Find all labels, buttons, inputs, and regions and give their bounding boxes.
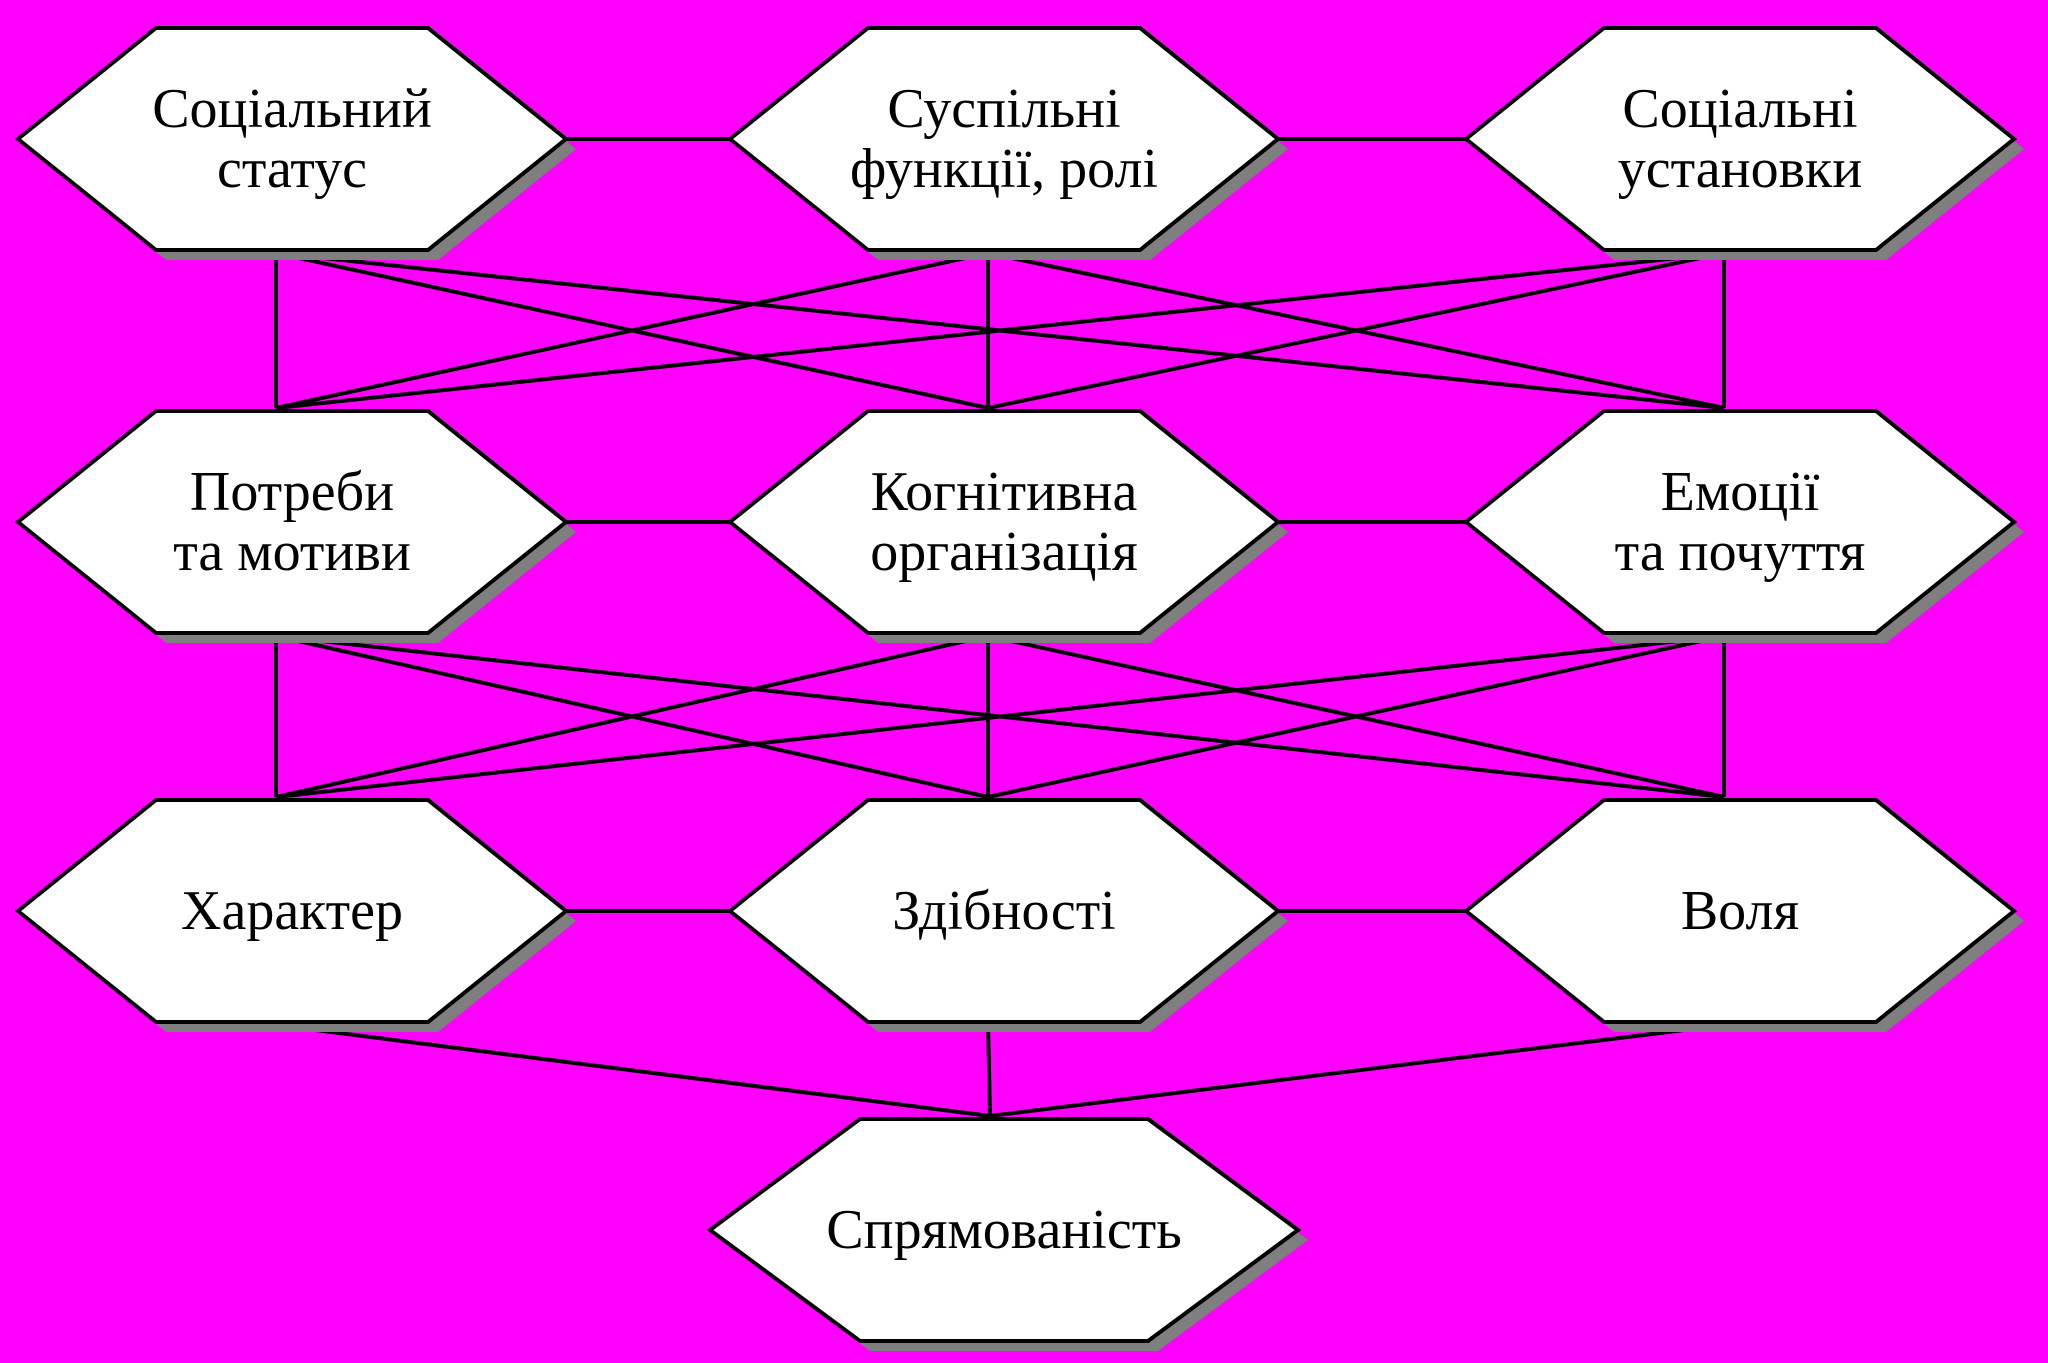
connector-social-attitudes-to-needs-motives	[275, 251, 1725, 410]
hexagon-shape	[14, 409, 570, 635]
node-label-line: та мотиви	[173, 521, 411, 583]
node-label-line: Характер	[181, 880, 403, 942]
hexagon-shape	[706, 1117, 1302, 1343]
node-label-line: Соціальні	[1622, 78, 1857, 140]
node-label-line: та почуття	[1615, 521, 1866, 583]
node-label-line: статус	[217, 138, 367, 200]
node-orientation: Спрямованість	[706, 1117, 1308, 1351]
node-label-line: Когнітивна	[871, 461, 1138, 523]
connector-emotions-feelings-to-character	[275, 634, 1725, 799]
node-label-line: Емоції	[1661, 461, 1820, 523]
hexagon-shape	[726, 26, 1282, 252]
hexagon-shape	[726, 409, 1282, 635]
hexagon-shape	[1462, 409, 2018, 635]
node-label-line: установки	[1618, 138, 1862, 200]
node-label-line: Потреби	[190, 461, 394, 523]
connector-social-attitudes-to-cognitive-organization	[987, 251, 1725, 410]
connector-abilities-to-orientation	[986, 1024, 992, 1117]
node-label-line: Спрямованість	[826, 1199, 1181, 1261]
hexagon-shape	[1462, 26, 2018, 252]
node-label-line: функції, ролі	[850, 138, 1158, 200]
hexagon-shape	[14, 798, 570, 1024]
node-abilities: Здібності	[726, 798, 1288, 1032]
node-label-line: Воля	[1681, 880, 1799, 942]
connector-social-functions-roles-to-needs-motives	[275, 251, 989, 410]
node-label-line: Здібності	[892, 880, 1115, 942]
node-label-line: Соціальний	[152, 78, 432, 140]
node-will: Воля	[1462, 798, 2024, 1032]
connector-character-to-orientation	[275, 1023, 991, 1118]
connector-emotions-feelings-to-abilities	[987, 634, 1725, 799]
node-label-line: Суспільні	[887, 78, 1120, 140]
hexagon-shape	[14, 26, 570, 252]
connector-cognitive-organization-to-character	[275, 634, 989, 799]
hexagon-shape	[726, 798, 1282, 1024]
connectors-layer	[274, 137, 1726, 1118]
hexagon-shape	[1462, 798, 2018, 1024]
node-label-line: організація	[870, 521, 1138, 583]
node-character: Характер	[14, 798, 576, 1032]
connector-will-to-orientation	[989, 1023, 1725, 1118]
